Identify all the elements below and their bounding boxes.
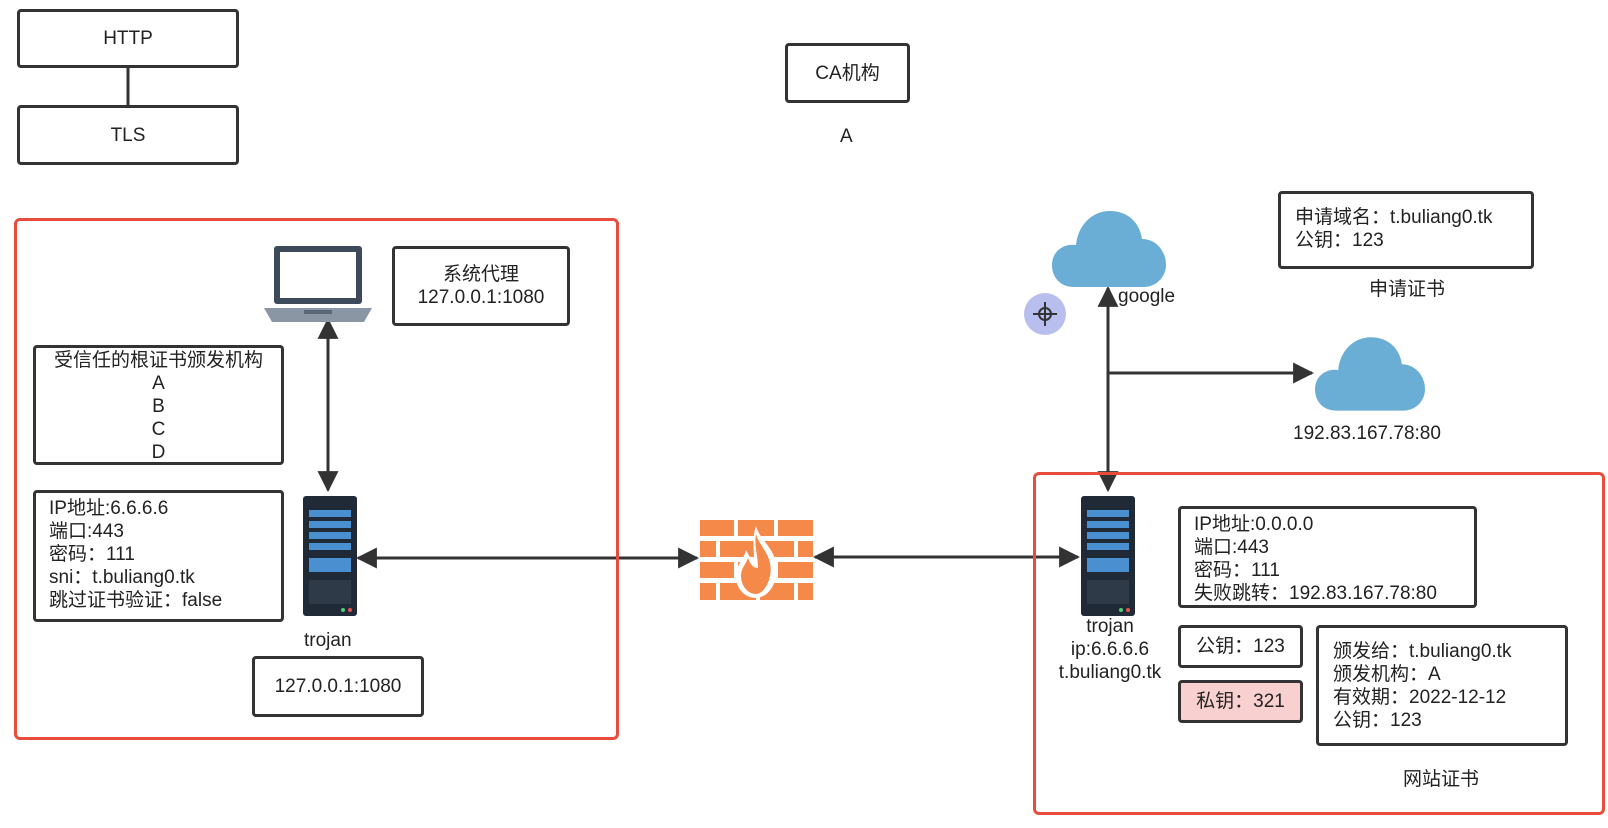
remote-server-name: trojan (1086, 616, 1134, 637)
google-label: google (1118, 286, 1176, 307)
tls-label: TLS (110, 124, 146, 146)
trusted-root-item: A (152, 373, 165, 394)
config-line: sni：t.buliang0.tk (49, 567, 195, 588)
trusted-roots-title: 受信任的根证书颁发机构 (53, 350, 263, 371)
client-server-label: trojan (304, 630, 352, 651)
cert-request-caption: 申请证书 (1369, 279, 1446, 300)
private-key-box: 私钥：321 (1178, 680, 1303, 723)
trusted-root-item: C (151, 419, 166, 440)
listen-box: 127.0.0.1:1080 (252, 656, 424, 717)
client-server-icon (303, 496, 357, 616)
cert-line: 颁发给：t.buliang0.tk (1333, 641, 1512, 662)
certificate-box: 颁发给：t.buliang0.tk 颁发机构：A 有效期：2022-12-12 … (1316, 625, 1568, 746)
ca-label: CA机构 (815, 62, 880, 84)
public-key-box: 公钥：123 (1178, 625, 1303, 668)
config-line: IP地址:0.0.0.0 (1194, 514, 1314, 535)
config-line: 端口:443 (1194, 537, 1269, 558)
cert-line: 颁发机构：A (1333, 664, 1441, 685)
google-cloud-icon (1052, 211, 1166, 287)
client-region (14, 218, 619, 740)
certificate-caption: 网站证书 (1403, 769, 1480, 790)
remote-server-ip: ip:6.6.6.6 (1070, 639, 1150, 660)
remote-server-icon (1081, 496, 1135, 616)
ca-box: CA机构 (785, 43, 910, 103)
tls-box: TLS (17, 105, 239, 165)
config-line: 失败跳转：192.83.167.78:80 (1194, 583, 1437, 604)
trusted-roots-box: 受信任的根证书颁发机构 A B C D (33, 345, 284, 465)
http-box: HTTP (17, 9, 239, 68)
request-line: 公钥：123 (1295, 230, 1384, 251)
public-key-label: 公钥：123 (1196, 636, 1285, 657)
cert-line: 有效期：2022-12-12 (1333, 687, 1507, 708)
remote-server-label: trojan ip:6.6.6.6 t.buliang0.tk (1050, 615, 1170, 684)
system-proxy-box: 系统代理 127.0.0.1:1080 (392, 246, 570, 326)
proxy-title: 系统代理 (442, 264, 519, 285)
config-line: 密码：111 (49, 544, 135, 565)
fallback-cloud-icon (1315, 337, 1425, 411)
config-line: IP地址:6.6.6.6 (49, 498, 169, 519)
cert-line: 公钥：123 (1333, 710, 1422, 731)
server-config-box: IP地址:0.0.0.0 端口:443 密码：111 失败跳转：192.83.1… (1178, 506, 1477, 608)
trusted-root-item: B (152, 396, 165, 417)
cursor-crosshair-icon (1024, 293, 1066, 335)
config-line: 跳过证书验证：false (49, 590, 223, 611)
firewall-icon (700, 520, 813, 600)
fallback-target-label: 192.83.167.78:80 (1293, 423, 1441, 444)
request-line: 申请域名：t.buliang0.tk (1295, 207, 1493, 228)
server-region (1033, 472, 1605, 815)
trusted-root-item: D (151, 442, 166, 463)
http-label: HTTP (103, 28, 153, 49)
laptop-icon (264, 246, 372, 322)
client-config-box: IP地址:6.6.6.6 端口:443 密码：111 sni：t.buliang… (33, 490, 284, 622)
cert-request-box: 申请域名：t.buliang0.tk 公钥：123 (1278, 191, 1534, 269)
proxy-addr: 127.0.0.1:1080 (417, 287, 545, 308)
config-line: 端口:443 (49, 521, 124, 542)
listen-addr: 127.0.0.1:1080 (274, 676, 402, 697)
config-line: 密码：111 (1194, 560, 1280, 581)
private-key-label: 私钥：321 (1196, 691, 1285, 712)
remote-server-domain: t.buliang0.tk (1058, 662, 1162, 683)
ca-name: A (840, 126, 853, 147)
